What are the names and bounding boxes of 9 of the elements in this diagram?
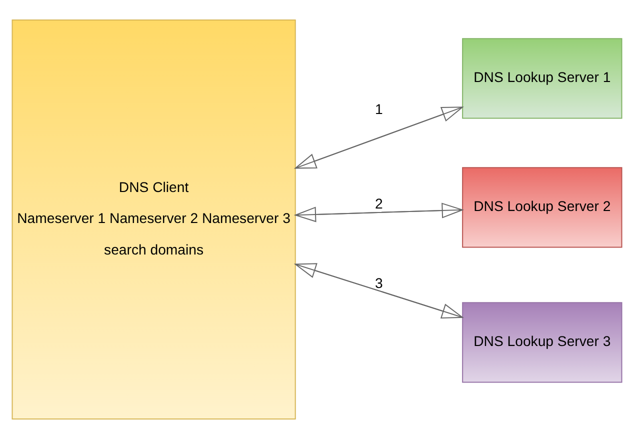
node-box: DNS Lookup Server 1 xyxy=(462,38,622,118)
edge-label: 2 xyxy=(375,195,383,212)
node-box: DNS Lookup Server 3 xyxy=(462,302,622,382)
arrow xyxy=(295,202,464,218)
arrow xyxy=(294,206,462,222)
edge-label: 3 xyxy=(375,274,383,291)
node-box: DNS Lookup Server 2 xyxy=(462,166,622,248)
edge-label: 1 xyxy=(375,100,383,116)
node-box: DNS Client Nameserver 1 Nameserver 2 Nameserver 3 search domains xyxy=(12,19,296,419)
